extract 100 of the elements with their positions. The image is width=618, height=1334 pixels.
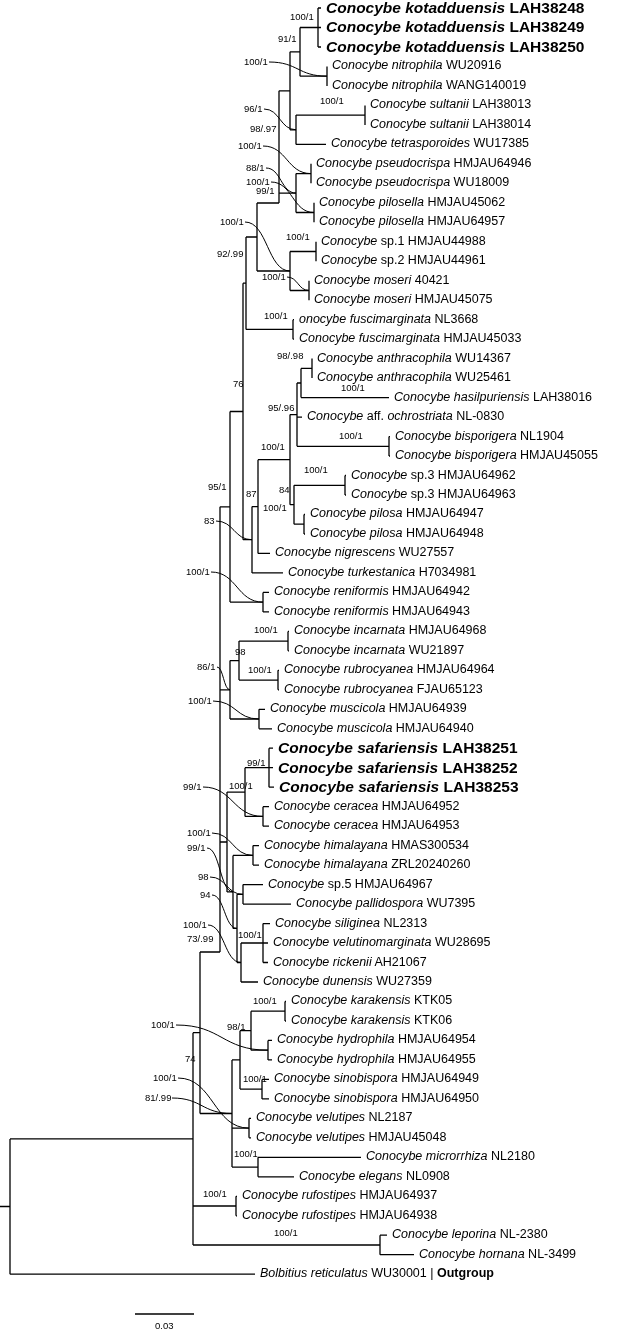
support-value: 98 [198, 871, 209, 882]
leader-line [263, 108, 297, 131]
taxon-label: Conocybe nigrescens WU27557 [275, 545, 455, 561]
support-value: 84 [279, 484, 290, 495]
support-value: 96/1 [244, 103, 263, 114]
leader-line [171, 1097, 233, 1114]
taxon-label: Conocybe pseudocrispa HMJAU64946 [316, 155, 532, 171]
support-value: 100/1 [262, 271, 286, 282]
support-value: 100/1 [254, 624, 278, 635]
support-value: 95/.96 [268, 402, 295, 413]
support-value: 98/.97 [250, 123, 277, 134]
leader-line [207, 924, 242, 963]
taxon-label: Conocybe kotadduensis LAH38249 [326, 18, 585, 37]
support-value: 86/1 [197, 661, 216, 672]
support-value: 100/1 [203, 1188, 227, 1199]
support-value: 81/.99 [145, 1092, 172, 1103]
support-value: 100/1 [238, 140, 262, 151]
taxon-label: Conocybe pilosella HMJAU45062 [319, 194, 506, 210]
support-value: 92/.99 [217, 248, 244, 259]
support-value: 99/1 [256, 185, 275, 196]
taxon-label: Conocybe anthracophila WU14367 [317, 350, 511, 366]
leader-line [206, 847, 234, 893]
support-value: 100/1 [153, 1072, 177, 1083]
taxon-label: Conocybe elegans NL0908 [299, 1168, 450, 1184]
taxon-label: Conocybe incarnata WU21897 [294, 642, 465, 658]
taxon-label: Conocybe rufostipes HMJAU64938 [242, 1207, 438, 1223]
leader-line [286, 276, 310, 291]
leader-line [175, 1024, 269, 1051]
taxon-label: Conocybe velutinomarginata WU28695 [273, 935, 491, 951]
taxon-label: Conocybe hornana NL-3499 [419, 1246, 577, 1262]
taxon-label: Conocybe reniformis HMJAU64943 [274, 603, 470, 619]
taxon-label: Conocybe leporina NL-2380 [392, 1227, 548, 1243]
taxon-label: Conocybe velutipes NL2187 [256, 1110, 413, 1126]
leader-line [210, 571, 264, 603]
taxon-label: Conocybe sultanii LAH38013 [370, 97, 532, 113]
support-value: 100/1 [304, 464, 328, 475]
taxon-label: Conocybe moseri HMJAU45075 [314, 292, 493, 308]
support-value: 100/1 [263, 502, 287, 513]
support-value: 100/1 [320, 95, 344, 106]
taxon-label: Conocybe rickenii AH21067 [273, 954, 427, 970]
taxon-label: Conocybe tetrasporoides WU17385 [331, 136, 530, 152]
taxon-label: Conocybe turkestanica H7034981 [288, 564, 477, 580]
taxon-label: Conocybe anthracophila WU25461 [317, 370, 511, 385]
leader-line [244, 221, 291, 272]
taxon-label: Conocybe sp.2 HMJAU44961 [321, 253, 486, 269]
taxon-label: Conocybe sp.3 HMJAU64962 [351, 467, 516, 483]
taxon-label: Conocybe microrrhiza NL2180 [366, 1149, 535, 1165]
taxon-label: Conocybe hydrophila HMJAU64954 [277, 1032, 476, 1048]
support-value: 100/1 [286, 231, 310, 242]
taxon-label: Conocybe safariensis LAH38253 [279, 778, 519, 797]
taxon-label: Conocybe reniformis HMJAU64942 [274, 584, 470, 600]
taxon-label: onocybe fuscimarginata NL3668 [299, 311, 479, 327]
support-value: 100/1 [244, 56, 268, 67]
taxon-label: Conocybe nitrophila WU20916 [332, 58, 502, 74]
taxon-label: Conocybe pallidospora WU7395 [296, 896, 476, 912]
support-value: 95/1 [208, 481, 227, 492]
support-value: 100/1 [238, 929, 262, 940]
support-value: 100/1 [248, 664, 272, 675]
taxon-label: Conocybe safariensis LAH38251 [278, 739, 518, 758]
taxon-label: Conocybe himalayana ZRL20240260 [264, 857, 471, 873]
leader-line [270, 181, 315, 214]
taxon-label: Conocybe ceracea HMJAU64953 [274, 818, 460, 834]
taxon-label: Conocybe rubrocyanea HMJAU64964 [284, 662, 495, 678]
taxon-label: Conocybe pilosa HMJAU64948 [310, 525, 484, 541]
leader-line [209, 876, 244, 895]
support-value: 98/1 [227, 1021, 246, 1032]
support-value: 100/1 [290, 11, 314, 22]
taxon-label: Conocybe hasilpuriensis LAH38016 [394, 389, 593, 405]
taxon-label: Conocybe siliginea NL2313 [275, 915, 428, 931]
taxon-label: Conocybe fuscimarginata HMJAU45033 [299, 331, 522, 347]
support-value: 100/1 [246, 176, 270, 187]
taxon-label: Conocybe sinobispora HMJAU64950 [274, 1090, 479, 1106]
taxon-label: Conocybe muscicola HMJAU64940 [277, 720, 474, 736]
support-value: 94 [200, 889, 211, 900]
taxon-label: Conocybe safariensis LAH38252 [278, 758, 518, 777]
taxon-label: Conocybe ceracea HMJAU64952 [274, 798, 460, 814]
support-value: 100/1 [188, 695, 212, 706]
taxon-label: Conocybe sp.5 HMJAU64967 [268, 876, 433, 892]
taxon-label: Conocybe pseudocrispa WU18009 [316, 175, 510, 191]
support-value: 100/1 [243, 1073, 267, 1084]
taxon-label: Conocybe sinobispora HMJAU64949 [274, 1071, 479, 1087]
support-value: 87 [246, 488, 257, 499]
taxon-label: Bolbitius reticulatus WU30001 | Outgroup [260, 1266, 494, 1282]
support-value: 98/.98 [277, 350, 304, 361]
support-value: 83 [204, 515, 215, 526]
scale-label: 0.03 [155, 1320, 174, 1331]
leader-line [177, 1077, 250, 1129]
support-value: 99/1 [187, 842, 206, 853]
taxon-label: Conocybe sp.3 HMJAU64963 [351, 487, 516, 502]
support-value: 88/1 [246, 162, 265, 173]
support-value: 100/1 [253, 995, 277, 1006]
support-value: 99/1 [247, 757, 266, 768]
taxon-label: Conocybe aff. ochrostriata NL-0830 [307, 409, 505, 425]
taxon-label: Conocybe karakensis KTK05 [291, 993, 453, 1009]
taxon-label: Conocybe kotadduensis LAH38250 [326, 37, 585, 56]
leader-line [212, 700, 260, 720]
support-value: 100/1 [151, 1019, 175, 1030]
leader-line [211, 832, 254, 856]
taxon-label: Conocybe hydrophila HMJAU64955 [277, 1051, 476, 1067]
taxon-label: Conocybe rubrocyanea FJAU65123 [284, 681, 483, 697]
